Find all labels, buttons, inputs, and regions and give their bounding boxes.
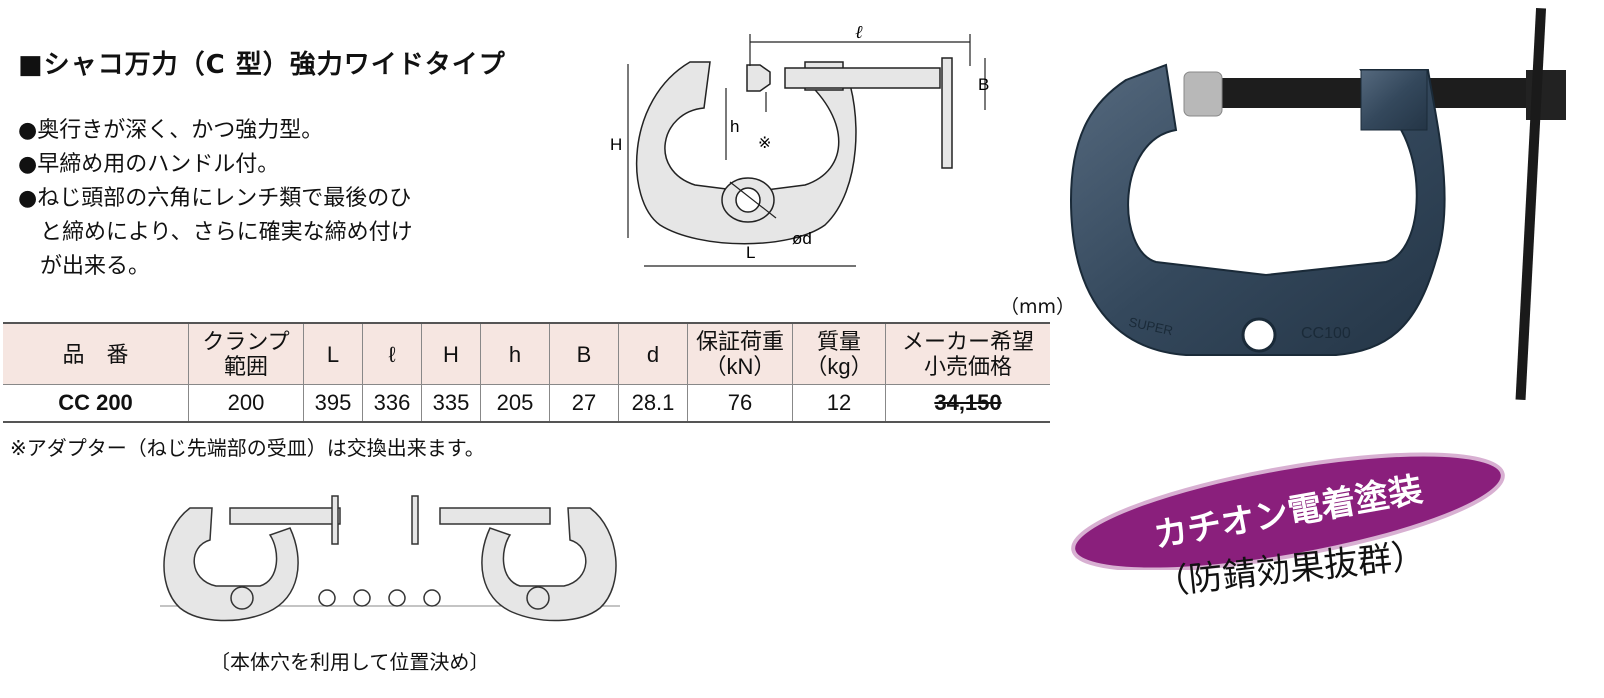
table-cell: 12 [792, 384, 886, 423]
table-cell: 76 [687, 384, 793, 423]
dim-label-b: B [978, 75, 989, 94]
unit-label: （mm） [1000, 296, 1076, 318]
coating-badge: カチオン電着塗装 [1071, 452, 1505, 570]
header-cell: d [618, 322, 688, 385]
feature-line: と締めにより、さらに確実な締め付け [18, 220, 413, 245]
table-cell: 27 [549, 384, 619, 423]
feature-line: ●奥行きが深く、かつ強力型。 [18, 118, 324, 143]
header-cell: h [480, 322, 550, 385]
header-cell: B [549, 322, 619, 385]
dim-label-L: L [746, 243, 755, 262]
header-cell: メーカー希望小売価格 [885, 322, 1050, 385]
positioning-diagram [160, 495, 620, 622]
page-title: ■シャコ万力（C 型）強力ワイドタイプ [18, 50, 506, 80]
clamp-dimension-diagram: ℓ B h H ※ ød L [610, 22, 989, 267]
table-cell: 205 [480, 384, 550, 423]
feature-line: ●早締め用のハンドル付。 [18, 152, 280, 177]
adapter-note: ※アダプター（ねじ先端部の受皿）は交換出来ます。 [10, 436, 485, 460]
header-cell: 保証荷重（kN） [687, 322, 793, 385]
table-cell: 336 [362, 384, 422, 423]
dim-label-l: ℓ [855, 22, 863, 43]
table-cell: 395 [303, 384, 363, 423]
header-cell: 質量（kg） [792, 322, 886, 385]
dim-label-mark: ※ [758, 133, 771, 152]
dim-label-H: H [610, 135, 622, 154]
spec-table: 品 番 クランプ範囲 L ℓ H h B d 保証荷重（kN） 質量（kg） メ… [3, 322, 1050, 423]
table-cell: 28.1 [618, 384, 688, 423]
table-cell: 200 [188, 384, 304, 423]
table-row: CC 200 200 395 336 335 205 27 28.1 76 12… [3, 384, 1050, 423]
price-cell: 34,150 [885, 384, 1050, 423]
header-cell: L [303, 322, 363, 385]
header-cell: ℓ [362, 322, 422, 385]
positioning-caption: 〔本体穴を利用して位置決め〕 [210, 650, 490, 674]
clamp-product-photo: CC100 SUPER [1069, 8, 1566, 400]
header-cell: 品 番 [3, 322, 189, 385]
dim-label-h: h [730, 117, 739, 136]
feature-line: が出来る。 [18, 254, 151, 279]
model-cell: CC 200 [3, 384, 189, 423]
table-cell: 335 [421, 384, 481, 423]
table-header-row: 品 番 クランプ範囲 L ℓ H h B d 保証荷重（kN） 質量（kg） メ… [3, 322, 1050, 385]
body-marking: CC100 [1301, 325, 1351, 342]
dim-label-d: ød [792, 229, 812, 248]
header-cell: H [421, 322, 481, 385]
feature-line: ●ねじ頭部の六角にレンチ類で最後のひ [18, 186, 412, 211]
header-cell: クランプ範囲 [188, 322, 304, 385]
